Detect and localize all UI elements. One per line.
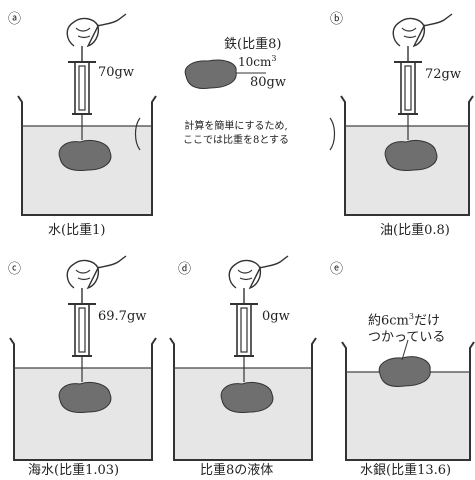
iron-volume: 10cm3: [238, 54, 277, 69]
hand-icon: [66, 13, 127, 47]
reading-c: 69.7gw: [98, 309, 147, 324]
liquid-label-e: 水銀(比重13.6): [360, 463, 452, 478]
panel-e: [341, 339, 475, 461]
liquid-label-d: 比重8の液体: [200, 463, 274, 478]
panel-b: [340, 13, 474, 216]
iron-weight: 80gw: [250, 75, 286, 90]
spring-scale-icon: [229, 303, 259, 357]
spring-scale-icon: [67, 61, 97, 115]
iron-stone: [58, 139, 112, 171]
panel-d: [169, 255, 317, 461]
hand-icon: [66, 255, 127, 289]
panel-c: [9, 255, 157, 461]
reading-d: 0gw: [262, 309, 290, 324]
note-bracket-left: [134, 117, 141, 151]
panel-d-marker: ⓓ: [178, 262, 192, 277]
spring-scale-icon: [67, 303, 97, 357]
reading-b: 72gw: [425, 67, 461, 82]
note-bracket-right: [329, 117, 336, 151]
iron-stone: [220, 381, 274, 413]
iron-note: 計算を簡単にするため, ここでは比重を8とする: [182, 121, 290, 146]
panel-a-marker: ⓐ: [8, 12, 22, 27]
iron-sample: [184, 59, 237, 89]
hand-icon: [228, 255, 289, 289]
mercury-note: 約6cm3だけ つかっている: [368, 312, 446, 346]
beaker: [17, 95, 157, 216]
panel-a: [17, 13, 157, 216]
iron-stone: [58, 381, 112, 413]
reading-a: 70gw: [98, 65, 134, 80]
hand-icon: [392, 13, 453, 47]
liquid-label-b: 油(比重0.8): [380, 223, 450, 238]
spring-scale-icon: [393, 61, 423, 115]
callout-line: [401, 339, 409, 361]
liquid-label-c: 海水(比重1.03): [28, 463, 120, 478]
liquid-label-a: 水(比重1): [48, 223, 106, 238]
iron-stone: [384, 139, 438, 171]
floating-stone: [378, 356, 431, 387]
panel-b-marker: ⓑ: [330, 12, 344, 27]
panel-e-marker: ⓔ: [330, 262, 344, 277]
iron-title: 鉄(比重8): [224, 37, 282, 52]
panel-c-marker: ⓒ: [8, 262, 22, 277]
